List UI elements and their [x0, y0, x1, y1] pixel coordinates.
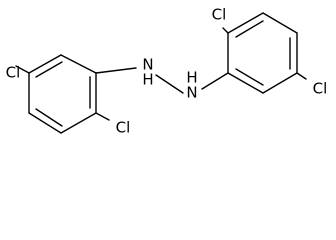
hydrogen-label: H: [142, 71, 153, 89]
c-cl-bond-bottom: [95, 112, 110, 121]
chlorine-label: Cl: [116, 119, 131, 137]
bond: [28, 54, 62, 74]
aromatic-inner-bond: [35, 61, 63, 78]
c-n-bond-right: [201, 72, 229, 90]
aromatic-inner-bond: [235, 20, 264, 38]
c-n-bond-left: [95, 67, 137, 74]
structure-diagram: Cl N H N H Cl Cl Cl: [6, 6, 328, 137]
chlorine-label: Cl: [6, 64, 21, 82]
bond: [227, 12, 264, 34]
chlorine-label: Cl: [212, 6, 227, 24]
nitrogen-label: N: [186, 84, 197, 102]
bond: [262, 72, 298, 94]
nitrogen-label: N: [142, 56, 153, 74]
bond: [28, 112, 62, 134]
c-cl-bond-right: [296, 72, 307, 80]
c-cl-bond-left: [15, 65, 30, 74]
bond: [60, 54, 97, 74]
c-cl-bond-top: [222, 27, 229, 34]
chlorine-label: Cl: [313, 80, 328, 98]
aromatic-inner-bond: [235, 68, 264, 86]
n-n-bond: [155, 74, 184, 94]
bond: [60, 112, 97, 134]
hydrogen-label: H: [186, 69, 197, 87]
bond: [262, 12, 298, 34]
bond: [227, 72, 264, 94]
right-benzene-ring: [227, 12, 298, 94]
left-benzene-ring: [28, 54, 97, 134]
aromatic-inner-bond: [35, 108, 63, 127]
